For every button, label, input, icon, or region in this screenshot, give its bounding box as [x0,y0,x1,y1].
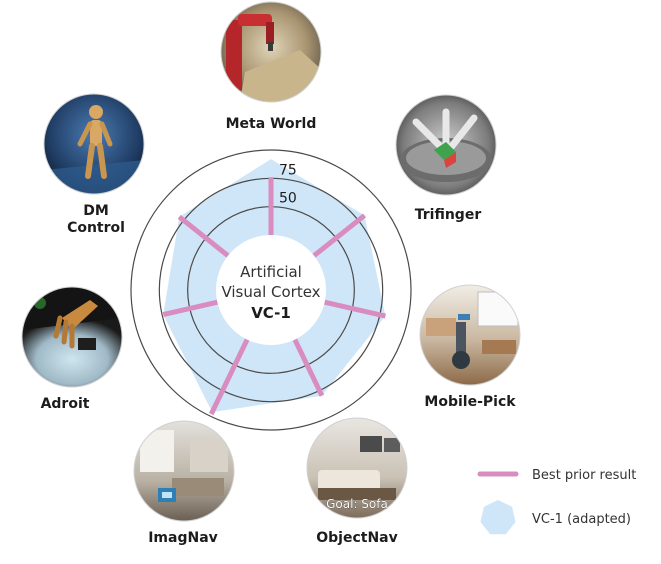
thumbnail-adroit [21,286,123,388]
axis-label-objectnav: ObjectNav [316,530,398,546]
axis-label-mobile-pick: Mobile-Pick [424,394,516,410]
thumbnail-dm-control [43,93,145,195]
bar-adroit [162,299,218,318]
center-label-line2: Visual Cortex [221,283,320,301]
tick-label-50: 50 [279,191,297,207]
center-label-line1: Artificial [240,263,302,281]
axis-label-imagnav: ImagNav [148,530,218,546]
legend-marker-vc1 [480,500,516,535]
thumbnail-trifinger [395,94,497,196]
grid-ring-outer [130,149,412,431]
bar-objectnav [292,338,325,397]
bar-trifinger [312,213,367,258]
thumbnail-imagnav [133,420,235,522]
thumbnail-mobile-pick [419,284,521,386]
tick-label-75: 75 [279,162,297,178]
bar-dm-control [177,214,230,258]
axis-label-adroit: Adroit [41,396,90,412]
thumbnail-objectnav: Goal: Sofa [306,417,408,519]
legend-label-best-prior: Best prior result [532,468,636,483]
thumbnail-meta-world [220,1,322,103]
bar-mobile-pick [324,299,386,319]
axis-label-trifinger: Trifinger [415,207,482,223]
axis-label-meta-world: Meta World [226,116,317,132]
legend: Best prior result VC-1 (adapted) [477,468,636,535]
center-hole [216,235,326,345]
series-bars-best-prior [162,177,386,416]
center-label-line3: VC-1 [251,304,291,322]
objectnav-goal-label: Goal: Sofa [326,497,388,511]
bar-imagnav [208,338,250,416]
legend-label-vc1: VC-1 (adapted) [532,512,631,527]
